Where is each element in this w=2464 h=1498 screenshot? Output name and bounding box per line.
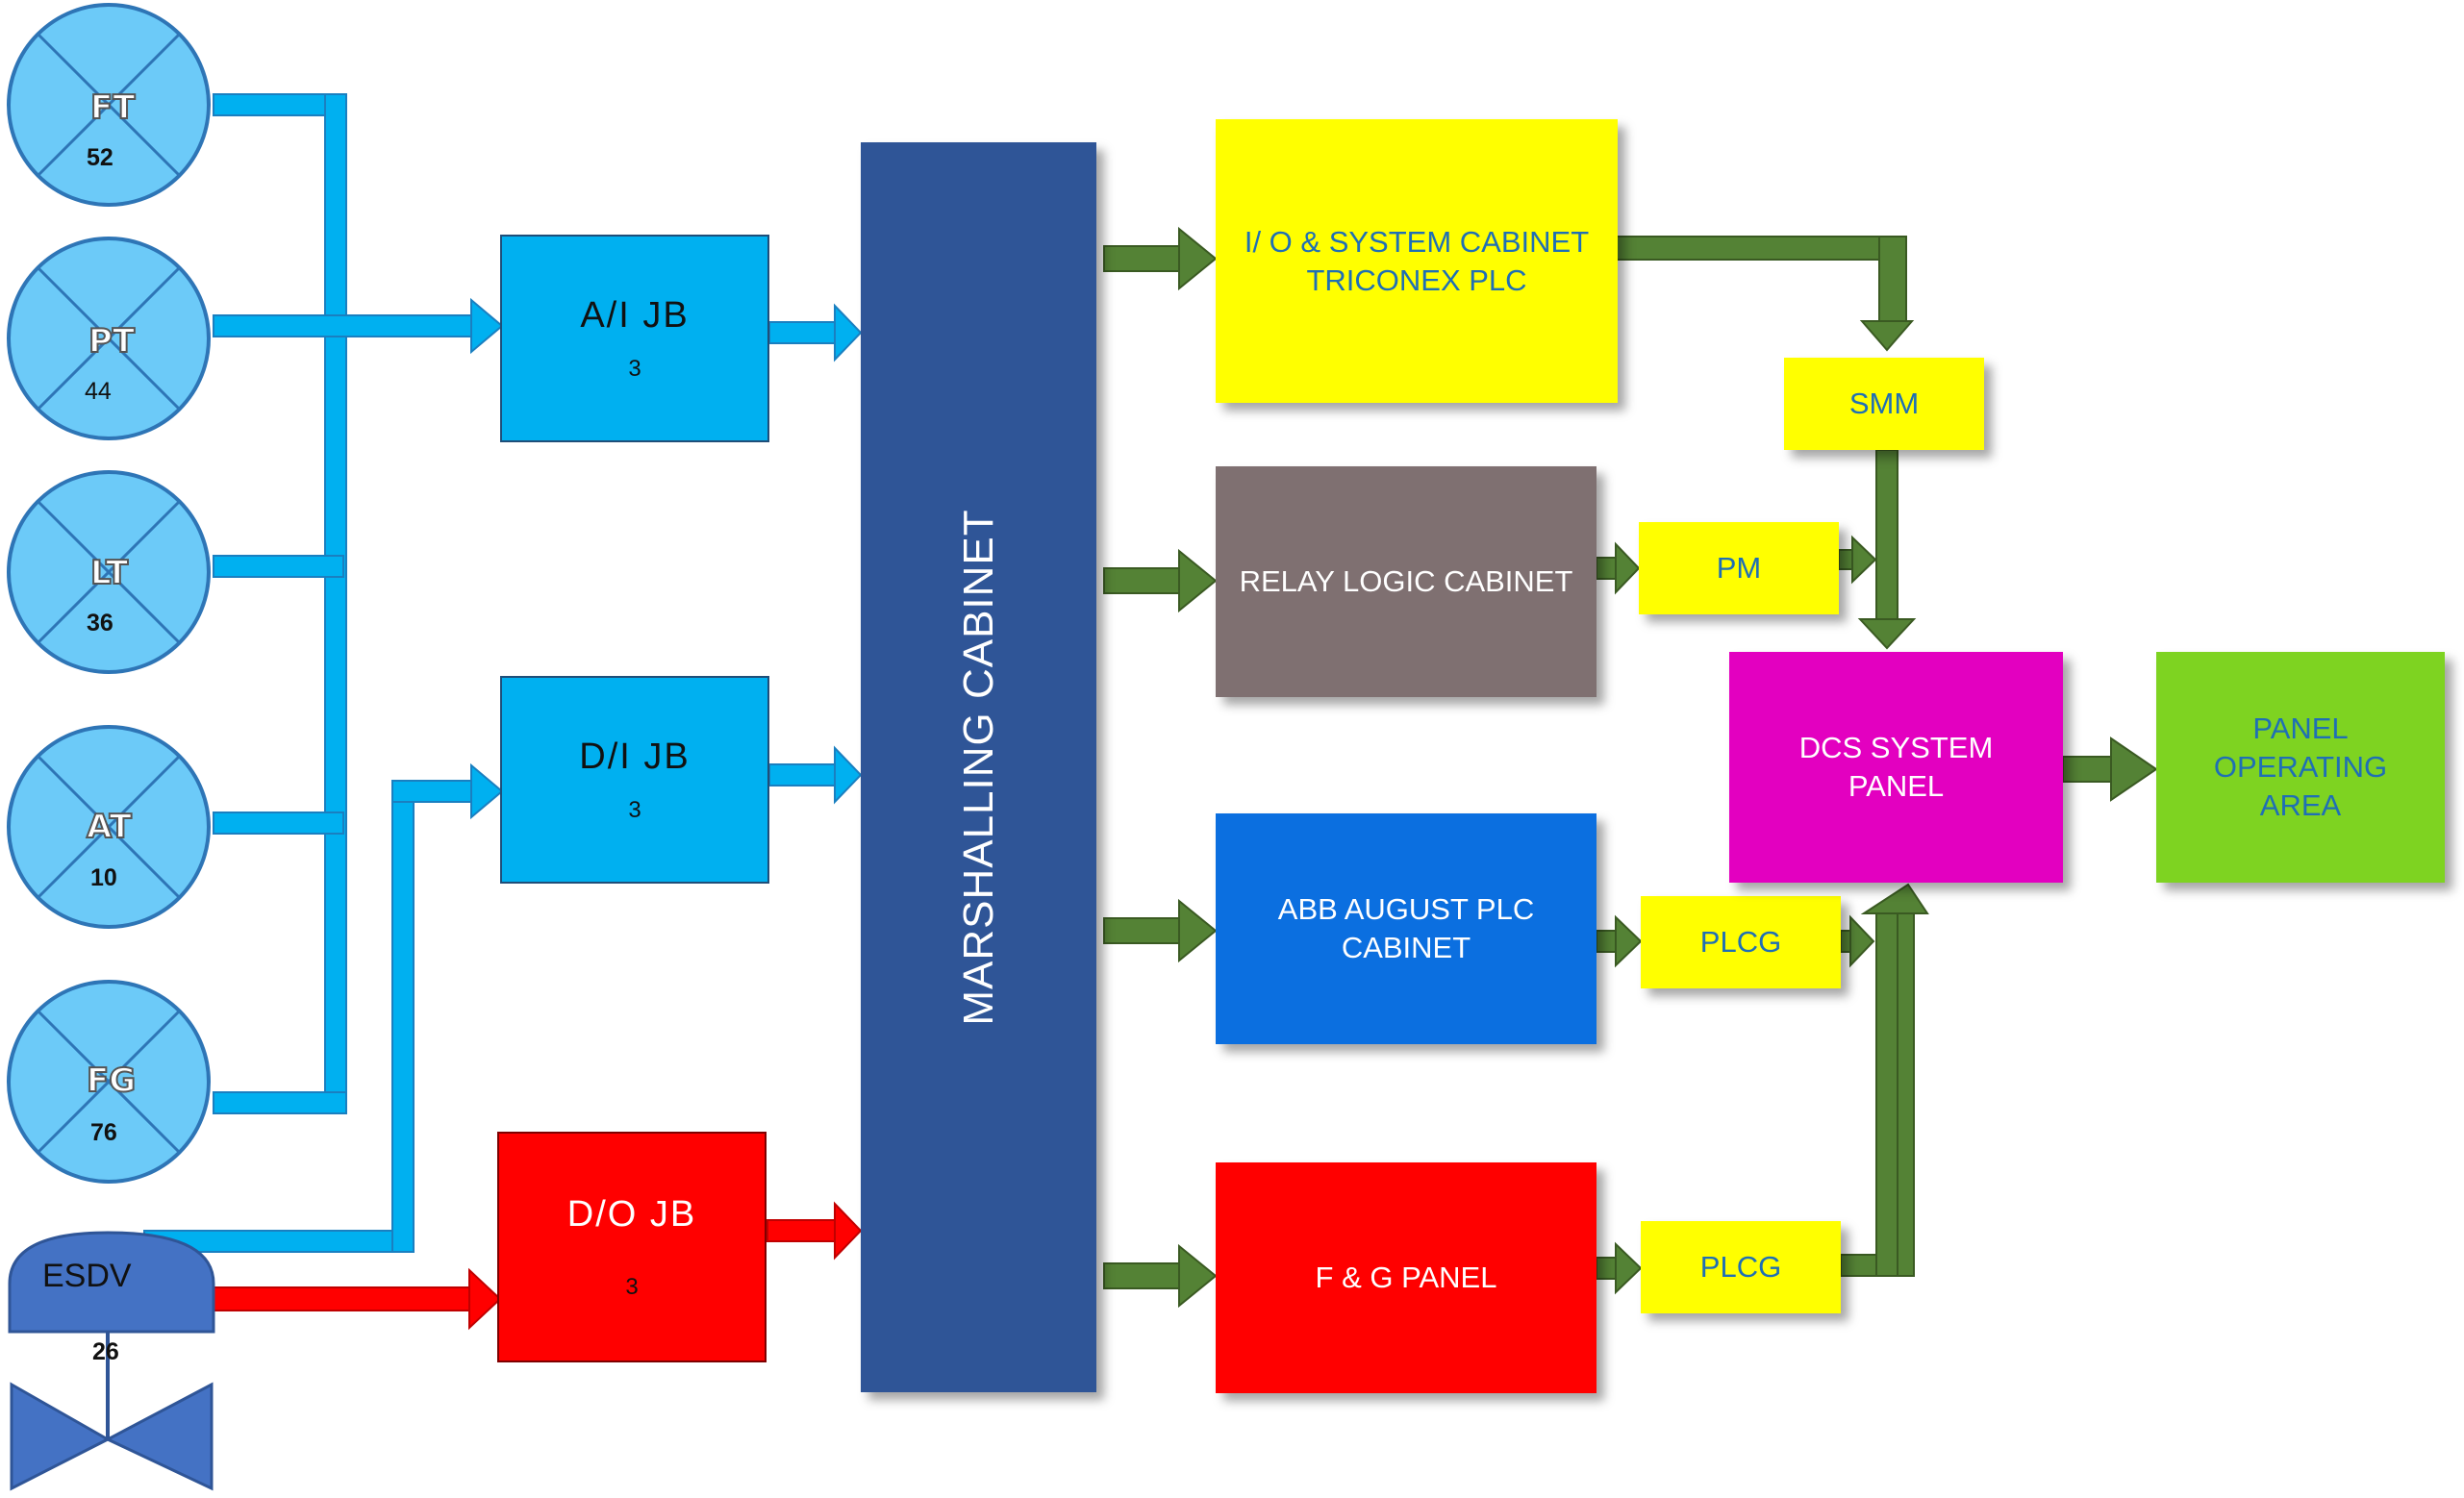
do-to-marshalling-arrow: [767, 1219, 838, 1242]
relay-cabinet-label: RELAY LOGIC CABINET: [1239, 564, 1573, 598]
ai-junction-box: A/I JB 3: [500, 235, 769, 442]
io-cabinet-label-line1: I/ O & SYSTEM CABINET: [1244, 224, 1590, 259]
fg-panel-label: F & G PANEL: [1315, 1261, 1497, 1294]
pt-tag: PT: [88, 321, 136, 362]
at-signal-line: [213, 811, 344, 835]
valve-body-right: [104, 1382, 214, 1491]
esdv-di-line: [143, 762, 504, 1253]
plcg-abb-label: PLCG: [1699, 925, 1782, 959]
dcs-label-line1: DCS SYSTEM: [1798, 731, 1994, 764]
abb-cabinet-label-line1: ABB AUGUST PLC: [1277, 892, 1535, 926]
do-jb-count: 3: [625, 1273, 639, 1300]
instrument-fg: [7, 980, 211, 1184]
ft-tag: FT: [89, 87, 136, 128]
fg-signal-line: [213, 1091, 347, 1114]
lt-signal-line: [213, 555, 344, 578]
instrument-trunk-line: [324, 93, 347, 1114]
ai-jb-arrowhead: [470, 297, 504, 355]
relay-to-pm-arrow: [1596, 557, 1619, 580]
instrument-balloons: [7, 3, 211, 1184]
panel-area-label-line3: AREA: [2259, 788, 2342, 822]
marshalling-to-fg-arrow: [1103, 1262, 1182, 1289]
marshalling-cabinet-label: MARSHALLING CABINET: [954, 509, 1002, 1026]
ai-to-marshalling-arrow: [768, 321, 838, 344]
io-cabinet-label-line2: TRICONEX PLC: [1306, 262, 1527, 297]
panel-operating-area: PANEL OPERATING AREA: [2156, 652, 2445, 883]
esdv-actuator: [8, 1231, 215, 1334]
abb-to-plcg-arrow: [1596, 930, 1619, 953]
abb-cabinet-label-line2: CABINET: [1341, 931, 1471, 964]
abb-august-plc-cabinet: ABB AUGUST PLC CABINET: [1216, 813, 1597, 1044]
esdv-do-line: [213, 1267, 502, 1331]
esdv-valve: [8, 1231, 215, 1491]
io-system-cabinet: I/ O & SYSTEM CABINET TRICONEX PLC: [1216, 119, 1618, 403]
at-tag: AT: [86, 807, 133, 847]
instrument-pt: [7, 237, 211, 440]
panel-area-label-line2: OPERATING: [2213, 750, 2388, 784]
di-jb-arrowhead: [470, 762, 504, 820]
jb-to-marshalling-arrows: [767, 303, 863, 1261]
instrument-ft: [7, 3, 211, 207]
plcg-fg-label: PLCG: [1699, 1250, 1782, 1284]
relay-logic-cabinet: RELAY LOGIC CABINET: [1216, 466, 1597, 697]
dcs-system-panel: DCS SYSTEM PANEL: [1729, 652, 2063, 883]
ai-jb-label: A/I JB: [580, 294, 690, 336]
lt-number: 36: [87, 610, 113, 637]
fg-panel: F & G PANEL: [1216, 1162, 1597, 1393]
smm-label: SMM: [1848, 387, 1920, 420]
dcs-to-panel-area-arrow: [2062, 756, 2114, 783]
green-signal-arrows: [1103, 226, 2158, 1309]
pm-label: PM: [1716, 551, 1762, 585]
io-to-smm-line: [1596, 236, 1907, 261]
do-junction-box: D/O JB 3: [497, 1132, 767, 1362]
fg-tag: FG: [86, 1061, 137, 1101]
valve-body-left: [10, 1382, 112, 1491]
instrument-lt: [7, 470, 211, 674]
esdv-number: 26: [92, 1338, 119, 1365]
instrument-at: [7, 725, 211, 929]
fg-to-plcg-arrow: [1596, 1257, 1619, 1280]
di-junction-box: D/I JB 3: [500, 676, 769, 884]
fg-number: 76: [90, 1119, 117, 1146]
plcg-fg-module: PLCG: [1641, 1221, 1841, 1313]
marshalling-cabinet: MARSHALLING CABINET: [861, 142, 1096, 1392]
instrument-signal-lines: [213, 93, 504, 1114]
do-jb-label: D/O JB: [566, 1193, 697, 1235]
ft-signal-line: [213, 93, 344, 116]
dcs-label-line2: PANEL: [1848, 769, 1945, 803]
panel-area-label-line1: PANEL: [2252, 712, 2349, 745]
marshalling-to-abb-arrow: [1103, 917, 1182, 944]
do-jb-arrowhead: [468, 1267, 502, 1331]
ai-jb-count: 3: [628, 355, 641, 382]
esdv-label: ESDV: [42, 1258, 132, 1294]
lt-tag: LT: [89, 553, 129, 593]
pt-number: 44: [85, 378, 112, 405]
pm-module: PM: [1639, 522, 1839, 614]
smm-module: SMM: [1784, 358, 1984, 450]
di-to-marshalling-arrow: [768, 763, 838, 786]
di-jb-label: D/I JB: [579, 736, 691, 777]
di-jb-count: 3: [628, 796, 641, 823]
ft-number: 52: [87, 144, 113, 171]
plcg-abb-module: PLCG: [1641, 896, 1841, 988]
marshalling-to-relay-arrow: [1103, 567, 1182, 594]
pt-to-ai-line: [213, 314, 474, 337]
marshalling-to-io-arrow: [1103, 245, 1182, 272]
smm-to-dcs-line: [1875, 449, 1898, 622]
at-number: 10: [90, 864, 117, 891]
